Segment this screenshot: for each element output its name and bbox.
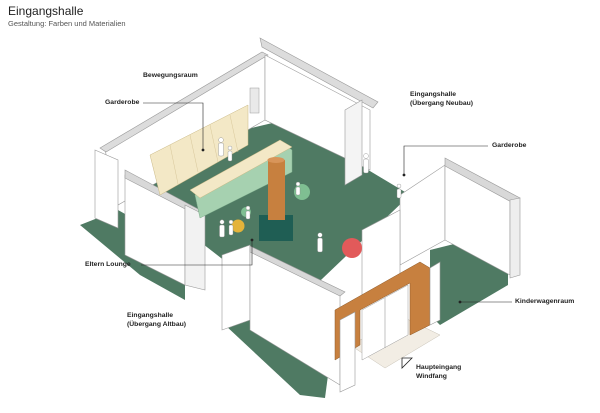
wall-entrance-left xyxy=(339,311,356,393)
wall-back-right-top xyxy=(259,37,379,109)
pouf-yellow xyxy=(231,219,245,233)
pouf-red xyxy=(342,238,362,258)
wall-left-front xyxy=(94,149,119,229)
leader-dot xyxy=(402,173,406,177)
wall-left-corner xyxy=(184,204,206,291)
wall-bottom-center-top xyxy=(249,245,346,297)
leader-dot xyxy=(201,148,205,152)
garderobe-slat xyxy=(229,114,239,153)
garderobe-panel xyxy=(149,104,249,196)
page-title: Eingangshalle xyxy=(8,4,84,18)
wall-back-left-top xyxy=(99,51,269,153)
leader-garderobe-left xyxy=(143,102,204,150)
leader-garderobe-right xyxy=(403,145,488,175)
leader-dot xyxy=(250,238,254,242)
label-eingangshalle-neubau: Eingangshalle (Übergang Neubau) xyxy=(410,91,474,107)
wall-right-column xyxy=(344,99,363,186)
label-eltern-lounge: Eltern Lounge xyxy=(85,261,131,268)
label-bewegungsraum: Bewegungsraum xyxy=(143,72,198,79)
garderobe-slat xyxy=(169,144,179,185)
leader-eltern-lounge xyxy=(141,240,253,266)
wall-right-edge xyxy=(509,197,521,279)
garderobe-slat xyxy=(209,124,219,163)
door-back xyxy=(249,87,260,114)
page-subtitle: Gestaltung: Farben und Materialien xyxy=(8,19,126,28)
label-kinderwagenraum: Kinderwagenraum xyxy=(515,298,575,305)
entrance-arrow-icon xyxy=(401,357,413,369)
wall-bottom-left xyxy=(221,244,251,331)
garderobe-slat xyxy=(189,134,199,173)
leader-dot xyxy=(458,300,462,304)
wall-back-right xyxy=(264,54,371,171)
label-garderobe-right: Garderobe xyxy=(492,142,527,149)
floor-corridor-bottom xyxy=(225,315,330,398)
entrance-side-wall xyxy=(429,261,441,326)
leader-lines xyxy=(141,102,512,303)
column-wood xyxy=(268,160,285,220)
label-eingangshalle-altbau: Eingangshalle (Übergang Altbau) xyxy=(127,312,187,328)
person-figure xyxy=(218,137,402,253)
label-garderobe-left: Garderobe xyxy=(105,99,140,106)
bench-mint-top xyxy=(189,139,293,199)
label-haupteingang: Haupteingang Windfang xyxy=(416,364,462,380)
column-wood-top xyxy=(267,157,285,163)
